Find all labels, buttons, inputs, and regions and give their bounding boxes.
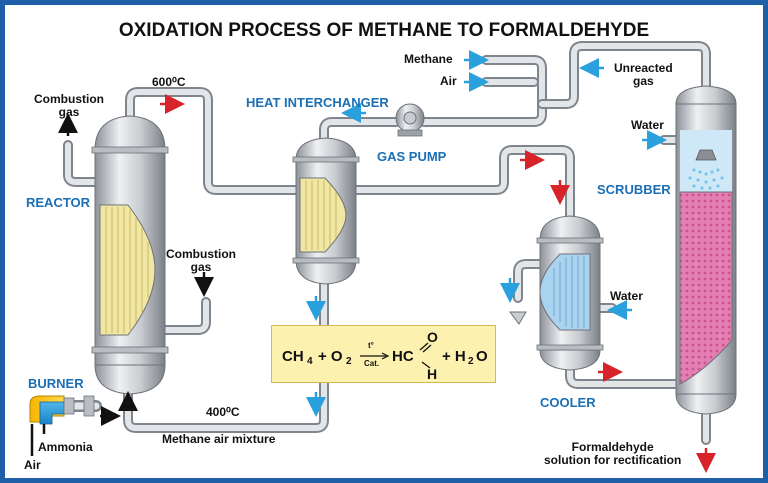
gas-pump <box>395 103 425 137</box>
label-temp-600: 600⁰C <box>152 75 186 89</box>
scrubber-vessel <box>675 85 737 415</box>
eq-ch-sub: 4 <box>307 356 313 367</box>
diagram-title: OXIDATION PROCESS OF METHANE TO FORMALDE… <box>118 20 650 41</box>
label-combustion-gas-top: Combustion gas <box>34 92 104 119</box>
label-water-cooler: Water <box>610 289 643 303</box>
cooler-vessel <box>509 215 604 371</box>
label-scrubber: SCRUBBER <box>597 182 671 197</box>
eq-arrow-bottom: Cat. <box>364 359 380 368</box>
eq-bonds <box>360 342 432 369</box>
heat-interchanger-vessel <box>292 137 360 285</box>
label-temp-400: 400⁰C <box>206 405 240 419</box>
reactor-vessel <box>91 115 169 395</box>
label-unreacted-gas: Unreacted gas <box>614 61 673 88</box>
pipe-network <box>58 41 711 445</box>
eq-plus-h: + H <box>442 348 466 365</box>
label-ammonia: Ammonia <box>38 440 93 454</box>
eq-arrow-top: t° <box>368 341 374 350</box>
label-reactor: REACTOR <box>26 195 91 210</box>
eq-h2o-sub: 2 <box>468 356 474 367</box>
burner <box>29 395 95 425</box>
label-air-burner: Air <box>24 458 41 472</box>
label-air-in: Air <box>440 74 457 88</box>
eq-ch: CH <box>282 348 304 365</box>
eq-h2o-o: O <box>476 348 488 365</box>
eq-hc: HC <box>392 348 414 365</box>
label-combustion-gas-side: Combustion gas <box>166 247 236 274</box>
label-formaldehyde-out: Formaldehyde solution for rectification <box>544 440 682 467</box>
eq-o: O <box>427 329 438 345</box>
label-gas-pump: GAS PUMP <box>377 149 447 164</box>
label-cooler: COOLER <box>540 395 596 410</box>
label-methane-air-mixture: Methane air mixture <box>162 432 276 446</box>
eq-o-sub: 2 <box>346 356 352 367</box>
eq-plus-o: + O <box>318 348 343 365</box>
label-heat-interchanger: HEAT INTERCHANGER <box>246 95 389 110</box>
flow-arrows <box>30 50 716 473</box>
label-water-scrubber: Water <box>631 118 664 132</box>
label-methane: Methane <box>404 52 453 66</box>
eq-h: H <box>427 366 438 382</box>
label-burner: BURNER <box>28 376 84 391</box>
reaction-equation-box: CH 4 + O 2 t° Cat. HC O H + H 2 O <box>271 325 496 383</box>
